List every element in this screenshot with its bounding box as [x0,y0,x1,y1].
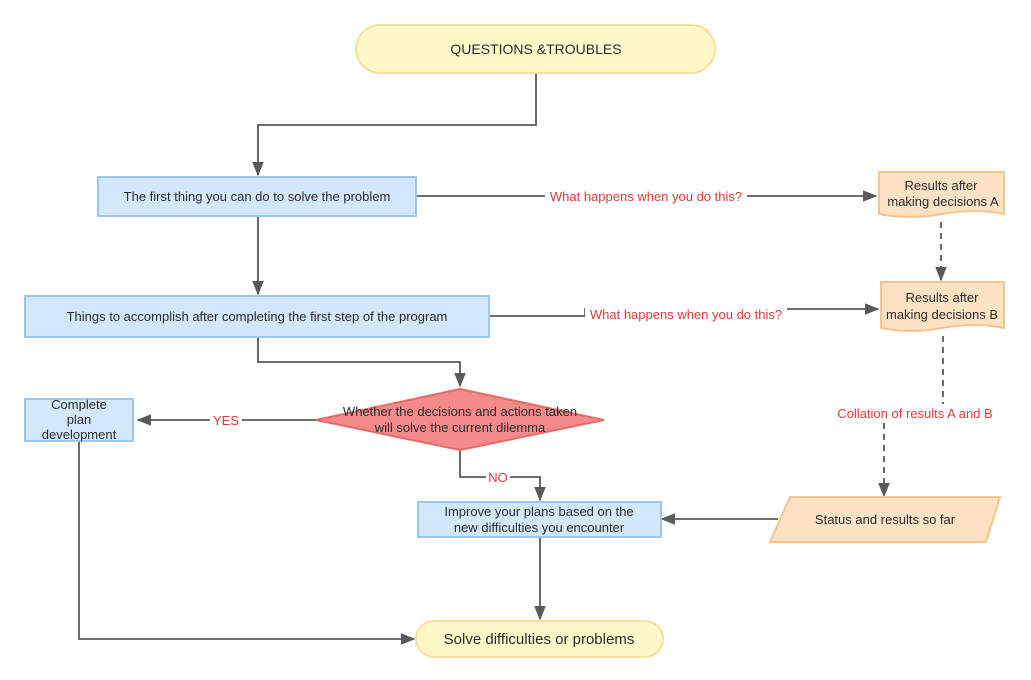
node-result-b [880,281,1005,332]
node-decision-label-line1: Whether the decisions and actions taken [343,404,577,419]
node-result-a [878,171,1005,218]
node-step1-label: The first thing you can do to solve the … [124,189,391,204]
edges [78,74,947,645]
edge-complete-to-end [78,441,416,645]
node-step1 [97,176,417,217]
node-result-a-label-line1: Results after [905,178,979,193]
edge-label-no: NO [488,470,508,485]
edge-step2-to-decision [257,337,466,388]
node-improve [417,501,662,538]
node-result-b-label-line2: making decisions B [886,307,998,322]
edge-label-backgrounds [210,188,1000,486]
node-step2-label: Things to accomplish after completing th… [67,309,448,324]
node-start [355,24,716,74]
node-status-label: Status and results so far [815,512,956,527]
edge-label-what-happens-2: What happens when you do this? [590,307,782,322]
node-improve-label-line1: Improve your plans based on the [444,504,633,519]
edge-label-collation: Collation of results A and B [837,406,992,421]
node-start-label: QUESTIONS &TROUBLES [450,41,621,57]
node-end-label: Solve difficulties or problems [444,631,635,648]
node-decision [315,387,605,452]
edge-label-yes: YES [213,413,239,428]
node-step2 [24,295,490,338]
edge-label-what-happens-1: What happens when you do this? [550,189,742,204]
node-improve-label-line2: new difficulties you encounter [454,520,625,535]
node-decision-label-line2: will solve the current dilemma [374,420,546,435]
node-complete-label-line2: plan [67,412,92,427]
node-status [768,496,1002,543]
node-complete-label-line3: development [42,427,117,442]
node-complete-plan [24,398,134,442]
node-complete-label-line1: Complete [51,397,107,412]
node-result-b-label-line1: Results after [906,290,980,305]
node-result-a-label-line2: making decisions A [887,194,999,209]
edge-start-to-step1 [252,74,537,177]
node-end [415,620,664,658]
